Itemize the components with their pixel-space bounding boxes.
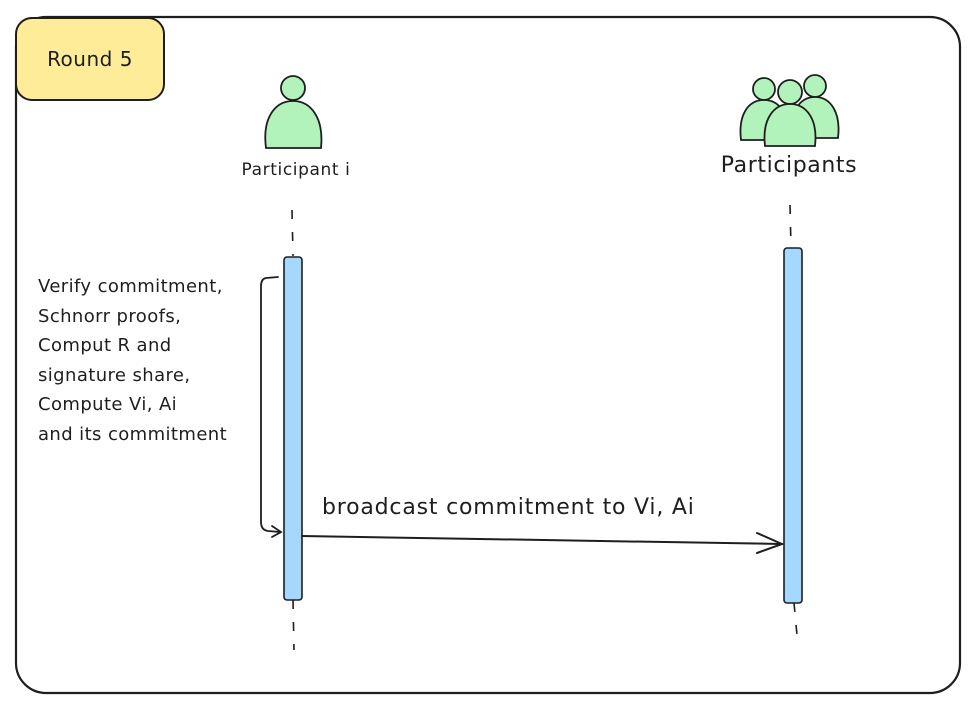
note-bracket <box>260 276 283 538</box>
diagram-frame <box>14 15 962 695</box>
self-note: Verify commitment, Schnorr proofs, Compu… <box>38 272 227 449</box>
lifeline-participant-i <box>291 209 295 651</box>
round-badge <box>15 17 165 101</box>
note-line: Compute Vi, Ai <box>38 394 178 415</box>
activation-bar-participants <box>783 247 803 604</box>
message-arrow <box>301 532 785 554</box>
note-line: signature share, <box>38 364 191 386</box>
note-line: Verify commitment, <box>38 276 223 297</box>
note-line: Comput R and <box>38 335 172 356</box>
lifeline-participants <box>789 204 798 636</box>
actor-label-participant-i: Participant i <box>241 160 351 180</box>
actor-label-participants: Participants <box>720 153 858 178</box>
note-line: and its commitment <box>38 423 228 445</box>
note-line: Schnorr proofs, <box>38 305 182 327</box>
message-label: broadcast commitment to Vi, Ai <box>322 495 695 520</box>
group-of-people-icon <box>739 74 840 147</box>
round-label: Round 5 <box>47 47 133 71</box>
activation-bar-participant-i <box>283 256 303 601</box>
single-person-icon <box>264 75 323 149</box>
